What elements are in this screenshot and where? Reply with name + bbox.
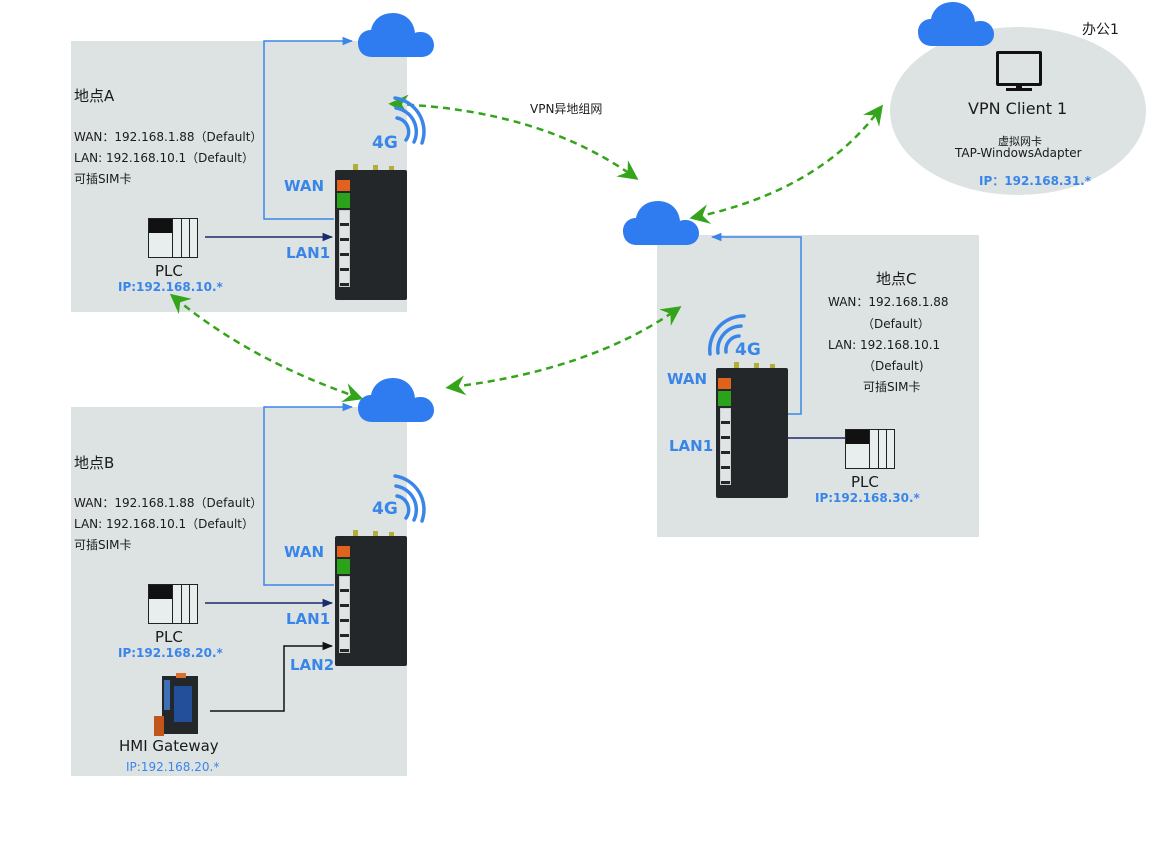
hmi-gateway-ip: IP:192.168.20.* xyxy=(126,760,220,774)
monitor-icon xyxy=(996,51,1042,91)
vpn-client-ip: IP：192.168.31.* xyxy=(979,174,1092,188)
site-c-wan-default: （Default） xyxy=(862,317,930,331)
power-terminal xyxy=(337,559,350,574)
site-b-title: 地点B xyxy=(74,454,115,472)
ethernet-ports xyxy=(339,210,350,287)
site-c-panel xyxy=(657,235,979,537)
plc-icon-site-a xyxy=(148,218,198,258)
vpn-network-label: VPN异地组网 xyxy=(530,102,603,116)
site-b-plc-name: PLC xyxy=(155,628,183,646)
wan-terminal xyxy=(337,180,350,191)
site-b-plc-ip: IP:192.168.20.* xyxy=(118,646,223,660)
virtual-adapter-name: TAP-WindowsAdapter xyxy=(955,146,1082,160)
signal-4g-icon-site-a xyxy=(393,96,426,145)
antenna-icon xyxy=(353,530,358,538)
site-c-lan-default: （Default) xyxy=(863,359,924,373)
signal-4g-icon-site-c xyxy=(708,314,746,356)
signal-4g-icon-site-b xyxy=(393,474,426,523)
antenna-icon xyxy=(754,363,759,371)
site-b-lan2-port-label: LAN2 xyxy=(290,656,335,674)
router-site-c xyxy=(716,362,788,498)
antenna-icon xyxy=(734,362,739,370)
site-b-wan-port-label: WAN xyxy=(284,543,325,561)
site-a-lan1-port-label: LAN1 xyxy=(286,244,331,262)
site-a-lan-info: LAN: 192.168.10.1（Default） xyxy=(74,151,255,165)
office-ellipse xyxy=(890,27,1146,195)
site-a-plc-ip: IP:192.168.10.* xyxy=(118,280,223,294)
virtual-adapter-label: 虚拟网卡 xyxy=(998,135,1042,148)
site-c-plc-name: PLC xyxy=(851,473,879,491)
site-c-title: 地点C xyxy=(876,270,917,288)
site-a-wan-link xyxy=(263,36,354,220)
cloud-icon-office xyxy=(918,2,994,46)
site-c-wan-info: WAN：192.168.1.88 xyxy=(828,295,949,309)
router-site-a xyxy=(335,164,407,300)
site-c-4g-label: 4G xyxy=(735,340,761,360)
cloud-icon-site-c xyxy=(623,201,699,245)
plc-icon-site-c xyxy=(845,429,895,469)
site-b-wan-info: WAN：192.168.1.88（Default） xyxy=(74,496,263,510)
site-b-hmi-link xyxy=(210,641,334,712)
site-c-lan1-port-label: LAN1 xyxy=(669,437,714,455)
power-terminal xyxy=(718,391,731,406)
vpn-client-name: VPN Client 1 xyxy=(968,99,1068,118)
ethernet-ports xyxy=(339,576,350,653)
site-b-lan-info: LAN: 192.168.10.1（Default） xyxy=(74,517,255,531)
hmi-gateway-name: HMI Gateway xyxy=(119,737,219,755)
antenna-icon xyxy=(373,531,378,539)
hmi-gateway-icon xyxy=(154,673,198,736)
vpn-link-c-office xyxy=(689,104,883,224)
antenna-icon xyxy=(373,165,378,173)
wan-terminal xyxy=(337,546,350,557)
plc-icon-site-b xyxy=(148,584,198,624)
router-site-b xyxy=(335,530,407,666)
power-terminal xyxy=(337,193,350,208)
vpn-link-a-b xyxy=(169,293,364,403)
site-a-sim-info: 可插SIM卡 xyxy=(74,172,132,186)
office-title: 办公1 xyxy=(1082,22,1119,38)
site-c-wan-link xyxy=(710,232,802,415)
site-c-plc-ip: IP:192.168.30.* xyxy=(815,491,920,505)
vpn-link-a-c xyxy=(388,94,639,180)
site-c-wan-port-label: WAN xyxy=(667,370,708,388)
site-a-wan-port-label: WAN xyxy=(284,177,325,195)
site-b-4g-label: 4G xyxy=(372,499,398,519)
site-b-wan-link xyxy=(263,402,354,586)
site-b-sim-info: 可插SIM卡 xyxy=(74,538,132,552)
ethernet-ports xyxy=(720,408,731,485)
site-c-sim-info: 可插SIM卡 xyxy=(863,380,921,394)
vpn-link-b-c xyxy=(445,306,682,396)
site-a-plc-name: PLC xyxy=(155,262,183,280)
antenna-icon xyxy=(353,164,358,172)
site-a-wan-info: WAN：192.168.1.88（Default） xyxy=(74,130,263,144)
site-a-title: 地点A xyxy=(74,87,115,105)
site-b-lan1-port-label: LAN1 xyxy=(286,610,331,628)
cloud-icon-site-b xyxy=(358,378,434,422)
wan-terminal xyxy=(718,378,731,389)
cloud-icon-site-a xyxy=(358,13,434,57)
site-c-lan-info: LAN: 192.168.10.1 xyxy=(828,338,941,352)
site-a-4g-label: 4G xyxy=(372,133,398,153)
